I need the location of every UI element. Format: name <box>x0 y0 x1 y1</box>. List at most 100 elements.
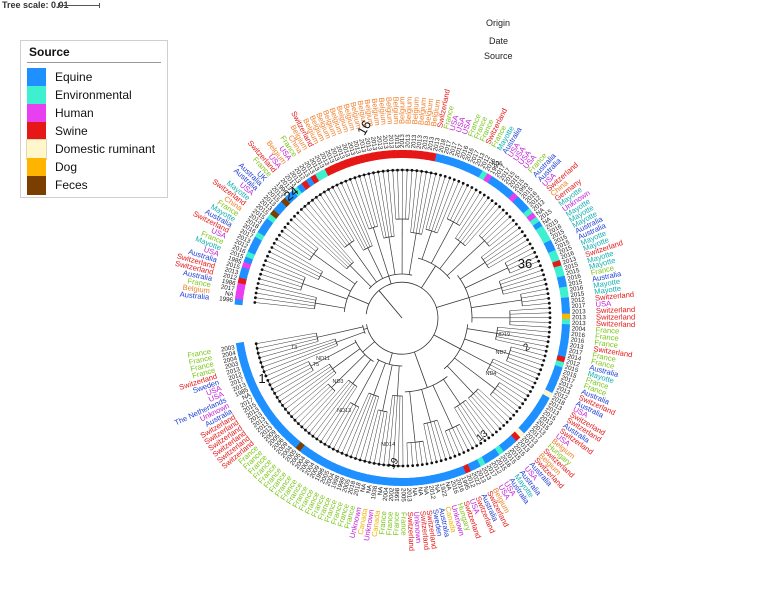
tip-branch <box>312 200 348 246</box>
tip-dot <box>266 254 269 258</box>
tip-branch <box>499 382 526 400</box>
origin-label: Belgium <box>429 99 442 128</box>
date-label: 2013 <box>351 140 361 156</box>
subclade-stem <box>373 362 386 396</box>
tip-branch <box>452 427 465 453</box>
subclade-stem <box>460 262 486 280</box>
tip-branch <box>359 176 375 228</box>
clade-arc <box>457 275 473 323</box>
tip-branch <box>486 239 528 266</box>
tip-dot <box>264 259 267 262</box>
tip-branch <box>262 340 337 368</box>
subclade-stem <box>349 243 377 283</box>
clade-arc <box>404 376 448 393</box>
tip-dot <box>381 169 385 173</box>
tip-dot <box>268 250 271 254</box>
clade-arc <box>376 358 403 367</box>
tip-dot <box>396 168 399 172</box>
tip-dot <box>470 186 474 189</box>
tip-dot <box>498 427 502 431</box>
tip-branch <box>418 441 423 465</box>
date-label: 2013 <box>334 145 346 161</box>
tip-branch <box>312 383 353 437</box>
tip-branch <box>341 182 371 247</box>
tip-dot <box>457 179 461 183</box>
tip-dot <box>280 229 284 233</box>
tip-dot <box>535 255 539 259</box>
subclade-arc <box>344 240 355 248</box>
tip-dot <box>482 193 486 197</box>
origin-label: France <box>595 332 619 343</box>
tip-dot <box>268 383 272 387</box>
date-label: 2014 <box>567 353 583 363</box>
tip-branch <box>504 247 533 264</box>
clade-stem <box>421 265 436 289</box>
tip-dot <box>262 263 266 267</box>
date-label: 1996 <box>219 295 234 303</box>
tip-dot <box>257 277 261 281</box>
origin-label: Switzerland <box>596 305 636 315</box>
clade-label: 36 <box>518 256 532 271</box>
tip-dot <box>299 208 303 211</box>
origin-label: Belgium <box>397 97 406 124</box>
tip-dot <box>331 447 335 451</box>
origin-label: Belgium <box>404 97 414 125</box>
tip-dot <box>495 430 498 434</box>
tip-dot <box>547 301 551 305</box>
origin-label: Belgium <box>384 97 395 125</box>
tip-dot <box>543 278 547 281</box>
tip-branch <box>378 171 390 238</box>
subclade-stem <box>421 230 433 260</box>
tip-branch <box>456 189 477 224</box>
date-label: 2004 <box>382 486 390 501</box>
tip-branch <box>284 227 317 252</box>
legend-swatch-dog <box>27 158 46 177</box>
date-label: 1986 <box>221 278 236 288</box>
date-label: 2013 <box>427 136 436 151</box>
tree-branches <box>254 169 551 467</box>
tip-dot <box>540 363 544 367</box>
tip-branch <box>428 176 446 231</box>
legend-swatch-human <box>27 104 46 123</box>
date-label: 2016 <box>464 146 476 162</box>
origin-label: USA <box>448 113 461 131</box>
tip-dot <box>401 464 405 468</box>
tip-dot <box>474 188 478 192</box>
tip-dot <box>253 301 257 304</box>
subclade-stem <box>320 275 351 292</box>
subclade-stem <box>302 283 348 300</box>
tip-dot <box>270 246 274 249</box>
date-label: 2017 <box>571 302 586 310</box>
backbone-arc <box>365 281 439 355</box>
tip-branch <box>257 335 317 349</box>
date-label: 2013 <box>329 147 341 163</box>
tip-branch <box>274 370 314 394</box>
date-label: 1985 <box>227 255 243 266</box>
clade-arc <box>343 280 358 312</box>
date-label: 2015 <box>564 364 580 375</box>
clade-label: 13 <box>475 428 491 444</box>
node-label: ND4 <box>485 371 496 377</box>
tip-branch <box>462 402 490 439</box>
origin-label: France <box>377 511 388 535</box>
tip-dot <box>528 242 532 246</box>
date-label: 2012 <box>222 272 238 282</box>
tip-branch <box>276 238 310 261</box>
date-label: 2005 <box>400 488 407 502</box>
origin-label: France <box>592 350 617 363</box>
date-label: 2004 <box>571 325 586 333</box>
tip-dot <box>259 272 262 276</box>
tip-branch <box>320 194 352 243</box>
tip-dot <box>348 177 352 181</box>
tip-branch <box>491 361 536 384</box>
date-label: NA <box>377 485 385 495</box>
tip-branch <box>393 395 398 466</box>
subclade-stem <box>317 326 364 338</box>
tip-dot <box>486 196 490 200</box>
tip-dot <box>300 425 304 429</box>
date-label: 2013 <box>226 366 242 377</box>
tip-dot <box>255 347 259 350</box>
tip-branch <box>297 212 351 266</box>
clade-stem <box>363 327 368 330</box>
tip-branch <box>495 339 547 352</box>
